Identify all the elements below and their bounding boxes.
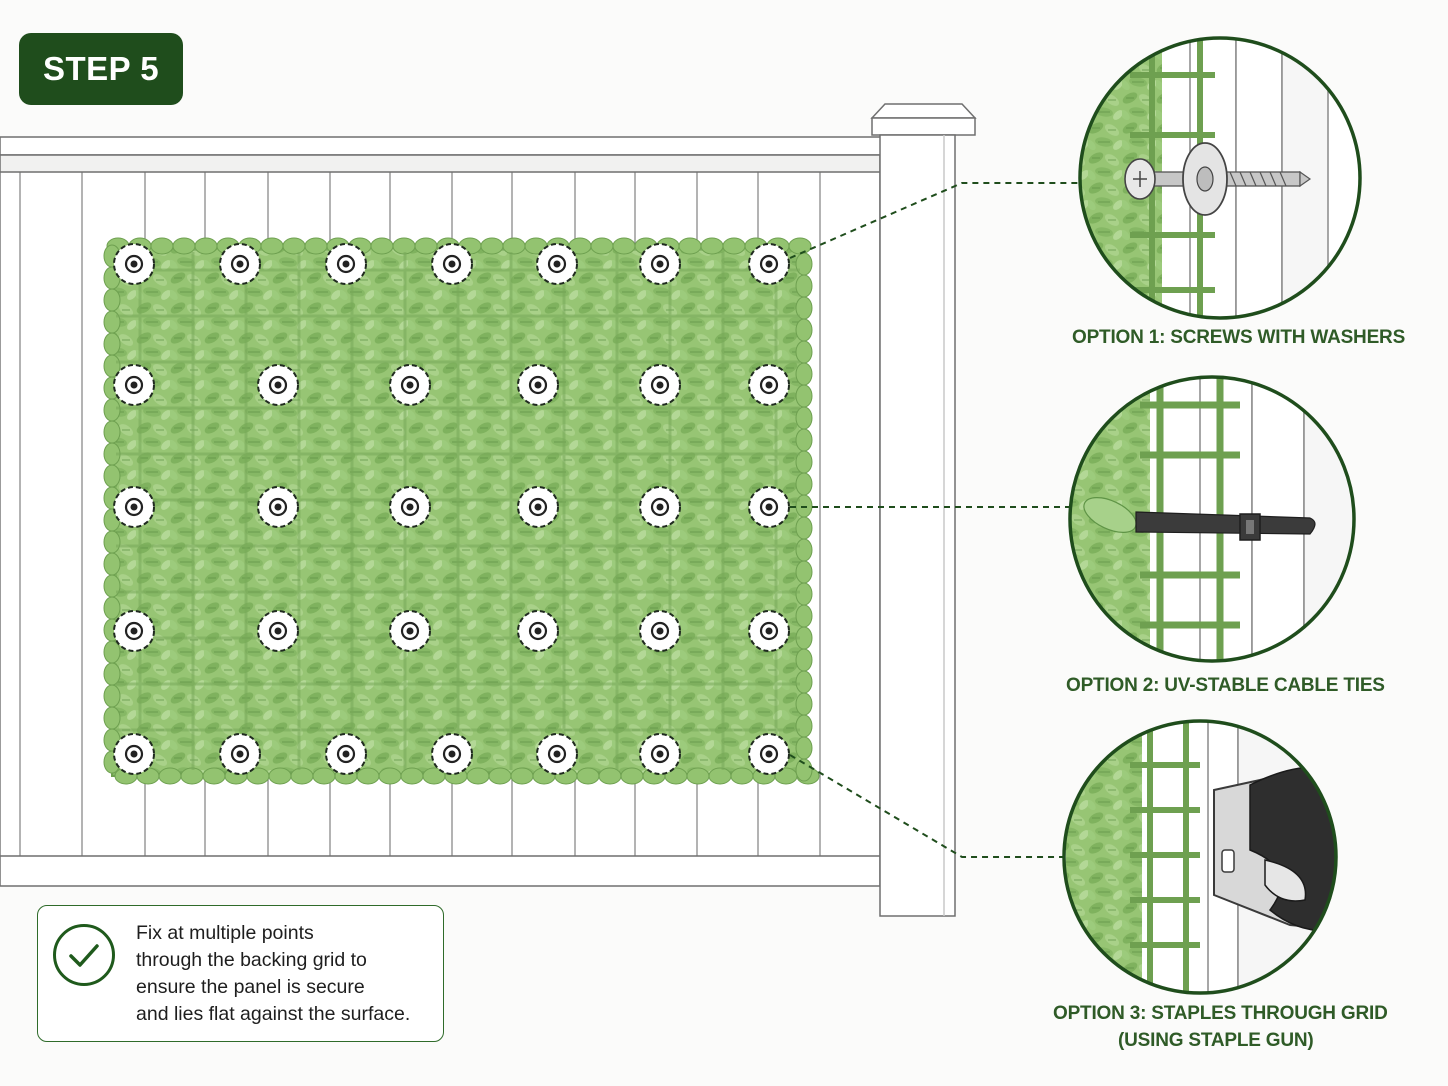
fence-bottom-rail [0,855,881,887]
fixing-point [639,610,681,652]
fixing-point [113,364,155,406]
option-2-label: OPTION 2: UV-STABLE CABLE TIES [1066,675,1385,696]
fixing-point [517,364,559,406]
note-line-1: Fix at multiple points [136,922,314,944]
staple-gun-icon [1213,758,1336,932]
fixing-point [389,364,431,406]
fixing-point [219,243,261,285]
fixing-point [325,733,367,775]
fixing-point [748,486,790,528]
leader-line-option-1 [789,182,1078,259]
callout-leaders [789,182,1078,858]
fixing-point [536,243,578,285]
option-1-label: OPTION 1: SCREWS WITH WASHERS [1072,327,1406,348]
callout-option-3 [1062,719,1338,995]
callout-option-2 [1068,375,1356,663]
note-line-3: ensure the panel is secure [136,976,365,998]
fixing-point [219,733,261,775]
fixing-point [536,733,578,775]
fixing-point [748,610,790,652]
fixing-point [639,364,681,406]
checkmark-icon [53,924,115,986]
note-line-2: through the backing grid to [136,949,367,971]
fixing-point [748,243,790,285]
option-3-label-line-2: (USING STAPLE GUN) [1118,1030,1314,1051]
fixing-point [431,733,473,775]
fixing-point [113,243,155,285]
fence-top-rail [0,136,886,173]
fence-post [870,103,977,917]
cable-tie-icon [1135,511,1316,541]
fixing-point [257,486,299,528]
fixing-point [113,610,155,652]
fixing-point [325,243,367,285]
fixing-point [389,610,431,652]
step-badge: STEP 5 [19,33,183,105]
leader-line-option-3 [789,754,1064,858]
fixing-point [517,486,559,528]
artificial-hedge-panel [103,237,820,785]
fixing-point [748,733,790,775]
instruction-note: Fix at multiple points through the backi… [37,905,444,1042]
callout-option-1 [1078,36,1362,320]
fixing-point [431,243,473,285]
fixing-point [113,486,155,528]
fixing-point [113,733,155,775]
fixing-point [748,364,790,406]
note-text: Fix at multiple points through the backi… [136,920,436,1028]
step-label: STEP 5 [42,50,160,87]
note-line-4: and lies flat against the surface. [136,1003,411,1025]
fixing-points [113,243,790,775]
fixing-point [257,364,299,406]
fixing-point [517,610,559,652]
fixing-point [639,243,681,285]
fixing-point [257,610,299,652]
fixing-point [639,486,681,528]
fixing-point [639,733,681,775]
option-3-label-line-1: OPTION 3: STAPLES THROUGH GRID [1053,1003,1388,1024]
fixing-point [389,486,431,528]
screw-washer-icon [1124,142,1312,216]
